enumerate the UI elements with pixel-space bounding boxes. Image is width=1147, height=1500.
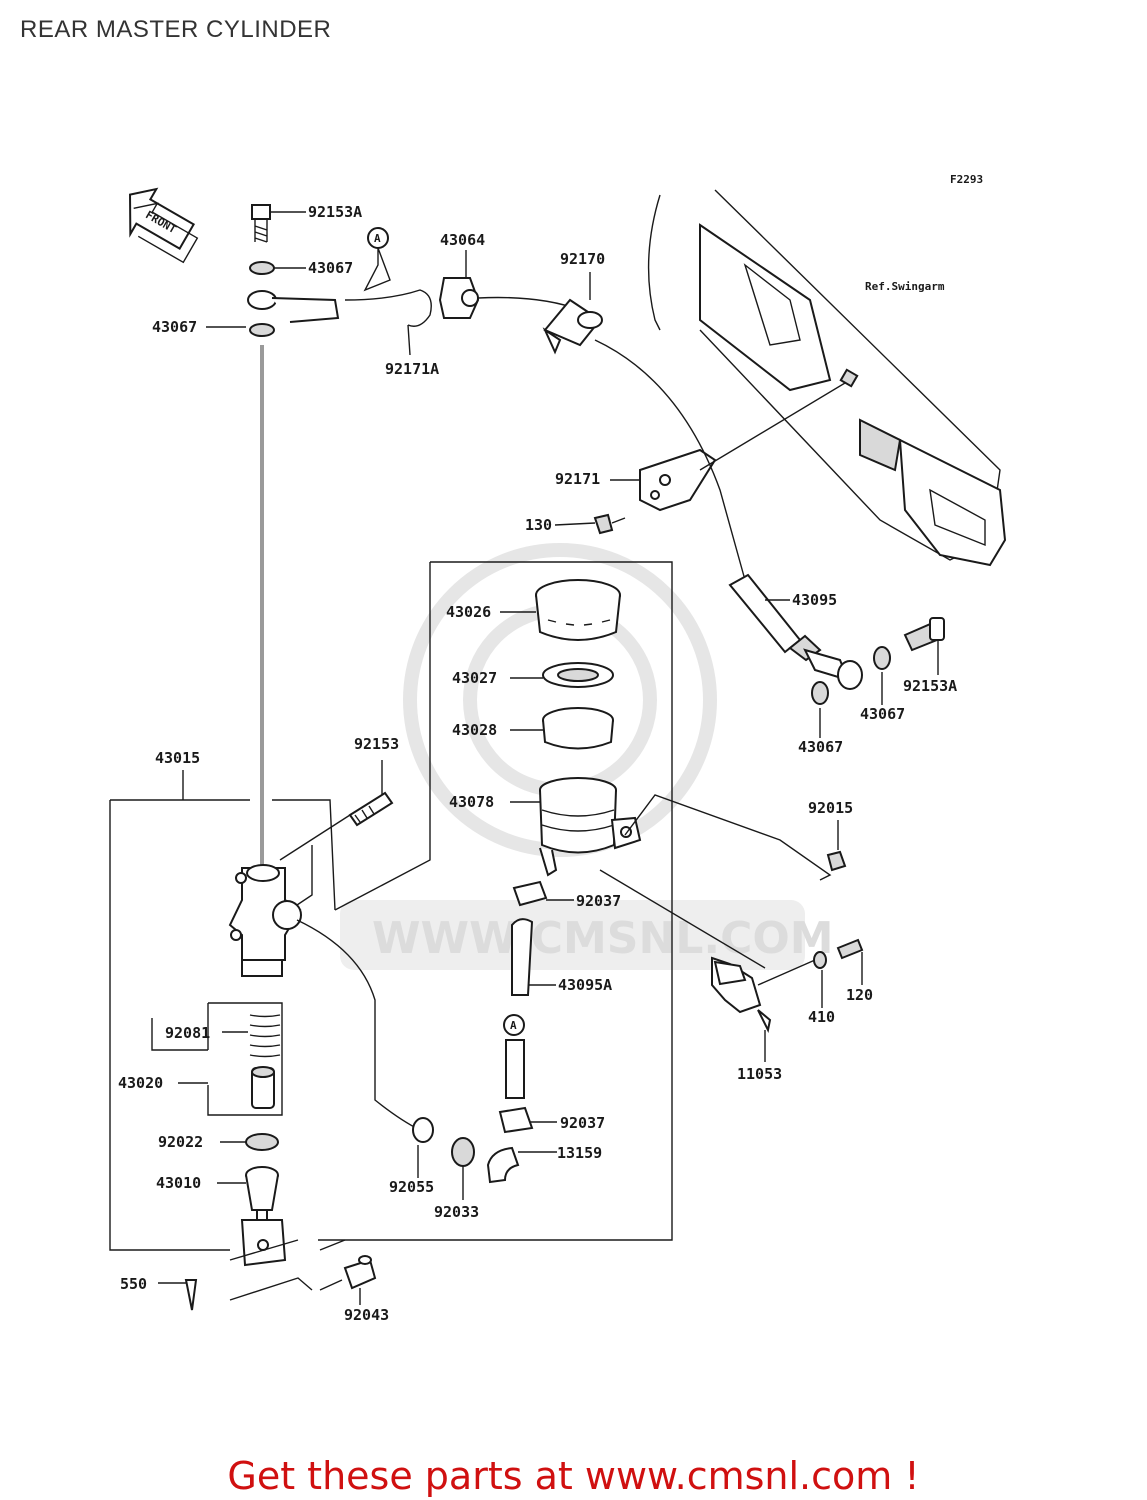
label-120[interactable]: 120 <box>846 986 873 1004</box>
clamp-92170 <box>542 298 603 355</box>
label-550[interactable]: 550 <box>120 1275 147 1293</box>
marker-a-bottom: A <box>510 1019 517 1032</box>
grommet-43064 <box>438 277 581 319</box>
label-92043[interactable]: 92043 <box>344 1306 389 1324</box>
hose-43095 <box>594 339 945 705</box>
footer-link[interactable]: Get these parts at www.cmsnl.com ! <box>227 1454 920 1498</box>
swingarm: Ref.Swingarm <box>647 189 1007 567</box>
label-43028[interactable]: 43028 <box>452 721 497 739</box>
label-92022[interactable]: 92022 <box>158 1133 203 1151</box>
label-130[interactable]: 130 <box>525 516 552 534</box>
label-92015[interactable]: 92015 <box>808 799 853 817</box>
label-92153A-right[interactable]: 92153A <box>903 677 957 695</box>
label-92170[interactable]: 92170 <box>560 250 605 268</box>
label-43010[interactable]: 43010 <box>156 1174 201 1192</box>
label-43067-left[interactable]: 43067 <box>152 318 197 336</box>
label-43067-top[interactable]: 43067 <box>308 259 353 277</box>
label-92153A-top[interactable]: 92153A <box>308 203 362 221</box>
label-43064[interactable]: 43064 <box>440 231 485 249</box>
piston-assembly-43020 <box>151 1002 475 1167</box>
figure-code: F2293 <box>950 173 983 186</box>
front-arrow-icon: FRONT <box>129 187 199 264</box>
marker-a-top: A <box>374 232 381 245</box>
label-43015[interactable]: 43015 <box>155 749 200 767</box>
label-43027[interactable]: 43027 <box>452 669 497 687</box>
banjo-assembly-top: A <box>247 204 432 337</box>
label-92037-bottom[interactable]: 92037 <box>560 1114 605 1132</box>
push-rod-43010 <box>184 1166 377 1311</box>
part-labels: 92153A 43067 43067 92171A 43064 92170 92… <box>118 203 957 1324</box>
label-92171A[interactable]: 92171A <box>385 360 439 378</box>
label-410[interactable]: 410 <box>808 1008 835 1026</box>
label-92055[interactable]: 92055 <box>389 1178 434 1196</box>
reservoir-group <box>318 561 673 1241</box>
label-43026[interactable]: 43026 <box>446 603 491 621</box>
ref-swingarm-label: Ref.Swingarm <box>865 280 945 293</box>
leader-lines <box>158 211 939 1305</box>
label-43095A[interactable]: 43095A <box>558 976 612 994</box>
label-43067-right2[interactable]: 43067 <box>798 738 843 756</box>
label-43095[interactable]: 43095 <box>792 591 837 609</box>
label-43020[interactable]: 43020 <box>118 1074 163 1092</box>
parts-diagram: WWW.CMSNL.COM F2293 FRONT Ref.Swingarm A <box>109 173 1007 1324</box>
label-92171[interactable]: 92171 <box>555 470 600 488</box>
label-92033[interactable]: 92033 <box>434 1203 479 1221</box>
page-title: REAR MASTER CYLINDER <box>20 16 332 43</box>
label-92153[interactable]: 92153 <box>354 735 399 753</box>
label-43067-right1[interactable]: 43067 <box>860 705 905 723</box>
reservoir-hose: A <box>486 880 548 1184</box>
label-43078[interactable]: 43078 <box>449 793 494 811</box>
watermark-text: WWW.CMSNL.COM <box>372 913 834 964</box>
label-92081[interactable]: 92081 <box>165 1024 210 1042</box>
label-92037-top[interactable]: 92037 <box>576 892 621 910</box>
label-13159[interactable]: 13159 <box>557 1144 602 1162</box>
switch-assembly <box>599 794 864 1034</box>
bracket-92171 <box>593 368 859 535</box>
master-cylinder-43015 <box>109 345 421 1251</box>
label-11053[interactable]: 11053 <box>737 1065 782 1083</box>
